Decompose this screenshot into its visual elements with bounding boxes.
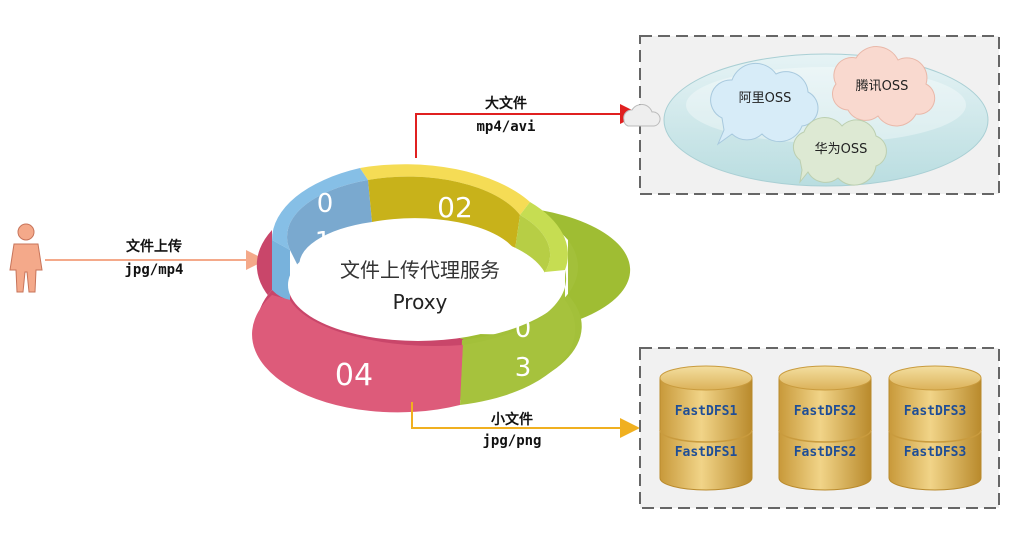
large-file-label: 大文件 (485, 95, 527, 112)
fastdfs-label-bottom: FastDFS1 (675, 445, 738, 460)
small-file-label: 小文件 (491, 411, 533, 428)
ring-top-01 (271, 168, 368, 250)
fastdfs-cluster: FastDFS1FastDFS1FastDFS2FastDFS2FastDFS3… (659, 365, 982, 491)
ring-top-02 (360, 164, 530, 215)
fastdfs-label-top: FastDFS2 (794, 404, 857, 419)
aliyun-oss-cloud: 阿里OSS (710, 62, 819, 146)
cylinder-seam (778, 429, 872, 443)
fastdfs-label-top: FastDFS3 (904, 404, 967, 419)
huawei-oss-label: 华为OSS (815, 142, 868, 157)
segment-01-label-b: 1 (315, 227, 332, 257)
cylinder-seam (888, 429, 982, 443)
segment-04-label: 04 (335, 358, 373, 393)
ring-side-01 (272, 240, 290, 300)
proxy-title: 文件上传代理服务 (340, 258, 500, 282)
upload-label: 文件上传 (126, 238, 182, 255)
fastdfs-label-top: FastDFS1 (675, 404, 738, 419)
upload-formats: jpg/mp4 (124, 262, 183, 278)
cylinder-body (659, 377, 753, 491)
proxy-center (288, 229, 548, 341)
cylinder-seam (659, 429, 753, 443)
cylinder-body (888, 377, 982, 491)
cylinder-body (778, 377, 872, 491)
small-file-formats: jpg/png (482, 433, 541, 449)
fastdfs-label-bottom: FastDFS2 (794, 445, 857, 460)
proxy-ring (252, 164, 631, 413)
segment-01-label: 0 (317, 189, 334, 219)
proxy-subtitle: Proxy (393, 290, 448, 314)
fastdfs-label-bottom: FastDFS3 (904, 445, 967, 460)
small-file-arrow (411, 402, 640, 438)
segment-03-label: 0 (515, 314, 532, 344)
large-file-formats: mp4/avi (476, 119, 535, 135)
tencent-oss-cloud: 腾讯OSS (832, 46, 936, 127)
segment-02-label: 02 (437, 191, 473, 224)
huawei-oss-cloud: 华为OSS (792, 117, 887, 186)
cylinder-top (778, 365, 872, 391)
user-icon (9, 223, 43, 293)
ring-inner-02 (368, 176, 520, 250)
large-file-arrow (415, 104, 640, 158)
ring-top-03 (520, 202, 568, 272)
cylinder-top (659, 365, 753, 391)
tencent-oss-label: 腾讯OSS (856, 78, 909, 94)
segment-03-label-b: 3 (515, 353, 532, 383)
cloud-entry-icon (623, 104, 661, 127)
cylinder-top (888, 365, 982, 391)
ring-inner-01 (287, 180, 372, 270)
aliyun-oss-label: 阿里OSS (739, 91, 792, 106)
